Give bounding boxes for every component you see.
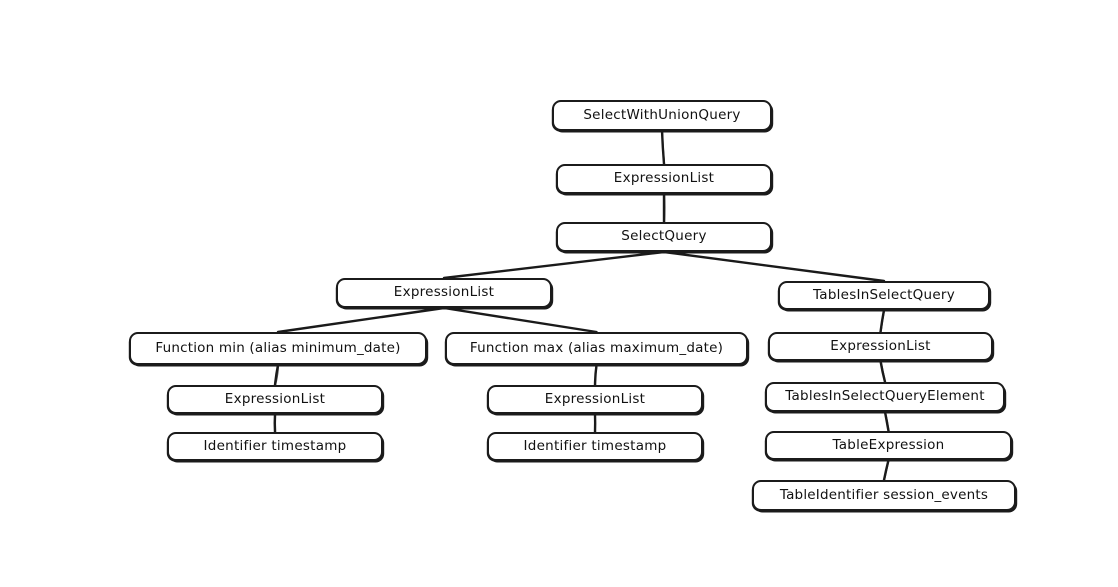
tree-node[interactable]: TablesInSelectQueryElement <box>765 382 1005 412</box>
tree-node-label: ExpressionList <box>394 286 494 300</box>
tree-node[interactable]: TablesInSelectQuery <box>778 281 990 310</box>
tree-node-label: Identifier timestamp <box>204 440 347 454</box>
tree-node-label: Function min (alias minimum_date) <box>155 342 400 356</box>
tree-edge <box>884 460 889 480</box>
tree-edge <box>444 252 665 278</box>
tree-node[interactable]: ExpressionList <box>487 385 703 414</box>
tree-edge <box>595 365 597 385</box>
tree-node[interactable]: TableExpression <box>765 431 1012 460</box>
tree-node-label: TableIdentifier session_events <box>780 489 988 503</box>
tree-node[interactable]: ExpressionList <box>167 385 383 414</box>
tree-node[interactable]: ExpressionList <box>556 164 772 194</box>
tree-node-label: ExpressionList <box>830 340 930 354</box>
tree-edge <box>881 310 885 332</box>
tree-node[interactable]: ExpressionList <box>336 278 552 308</box>
tree-node-label: Function max (alias maximum_date) <box>470 342 723 356</box>
tree-edge <box>664 194 665 222</box>
tree-node[interactable]: Function min (alias minimum_date) <box>129 332 427 365</box>
tree-edge <box>278 308 445 332</box>
tree-edge <box>881 361 886 382</box>
tree-node-label: ExpressionList <box>614 172 714 186</box>
tree-edge <box>275 414 276 432</box>
tree-node[interactable]: TableIdentifier session_events <box>752 480 1016 511</box>
tree-edge <box>664 252 885 281</box>
tree-node[interactable]: Identifier timestamp <box>167 432 383 461</box>
tree-node[interactable]: SelectWithUnionQuery <box>552 100 772 131</box>
tree-edge <box>444 308 597 332</box>
tree-edge <box>662 131 665 164</box>
tree-node-label: TablesInSelectQuery <box>813 289 955 303</box>
tree-node-label: ExpressionList <box>225 393 325 407</box>
tree-node-label: TablesInSelectQueryElement <box>785 390 985 404</box>
tree-node[interactable]: ExpressionList <box>768 332 993 361</box>
tree-node-label: Identifier timestamp <box>524 440 667 454</box>
tree-edge <box>595 414 596 432</box>
tree-node[interactable]: Function max (alias maximum_date) <box>445 332 748 365</box>
tree-edge <box>885 412 889 431</box>
tree-node-label: TableExpression <box>833 439 945 453</box>
tree-node-label: SelectQuery <box>621 230 706 244</box>
tree-node-label: SelectWithUnionQuery <box>583 109 740 123</box>
tree-node[interactable]: Identifier timestamp <box>487 432 703 461</box>
tree-node[interactable]: SelectQuery <box>556 222 772 252</box>
tree-edge <box>275 365 279 385</box>
tree-node-label: ExpressionList <box>545 393 645 407</box>
